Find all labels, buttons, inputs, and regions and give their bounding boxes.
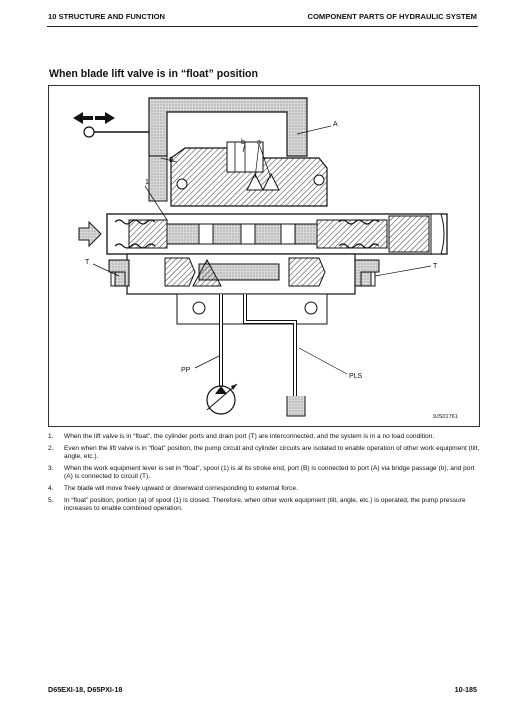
page-number: 10-185 [454,685,477,694]
spring-right [338,219,380,225]
label-bridge-b: b [241,139,245,146]
label-pp: PP [181,367,191,374]
valve-body-upper [170,147,328,207]
header-topic: COMPONENT PARTS OF HYDRAULIC SYSTEM [307,12,477,21]
page-title: When blade lift valve is in “float” posi… [49,68,258,80]
label-spool-1: 1 [145,179,149,186]
list-item: 2.Even when the lift valve is in “float”… [48,444,480,461]
spring-left [114,219,156,225]
valve-drawing: A B b a 1 T T PP PLS 9JS01761 [73,97,458,420]
footer-model: D65EXI-18, D65PXI-18 [48,685,123,694]
label-portion-a: a [257,139,261,146]
port-b-passage [148,155,168,202]
label-a-port: A [333,121,338,128]
list-item: 5.In “float” position, portion (a) of sp… [48,496,466,513]
label-t-left: T [85,259,90,266]
header-section: 10 STRUCTURE AND FUNCTION [48,12,166,21]
explanation-list: 1.When the lift valve is in “float”, the… [48,433,480,517]
label-t-right: T [433,263,438,270]
inlet-arrow-icon [78,220,102,248]
left-arrow-icon [73,112,93,124]
list-item: 4.The blade will move freely upward or d… [48,484,298,492]
label-b-port: B [169,157,174,164]
list-item: 1.When the lift valve is in “float”, the… [48,433,435,440]
right-arrow-icon [95,112,115,124]
page-header: 10 STRUCTURE AND FUNCTION COMPONENT PART… [47,8,478,27]
label-pls: PLS [349,373,363,380]
lever-linkage [73,112,149,138]
list-item: 3.When the work equipment lever is set i… [48,464,475,481]
hydraulic-diagram: A B b a 1 T T PP PLS 9JS01761 [48,85,480,427]
figure-code: 9JS01761 [433,414,458,420]
